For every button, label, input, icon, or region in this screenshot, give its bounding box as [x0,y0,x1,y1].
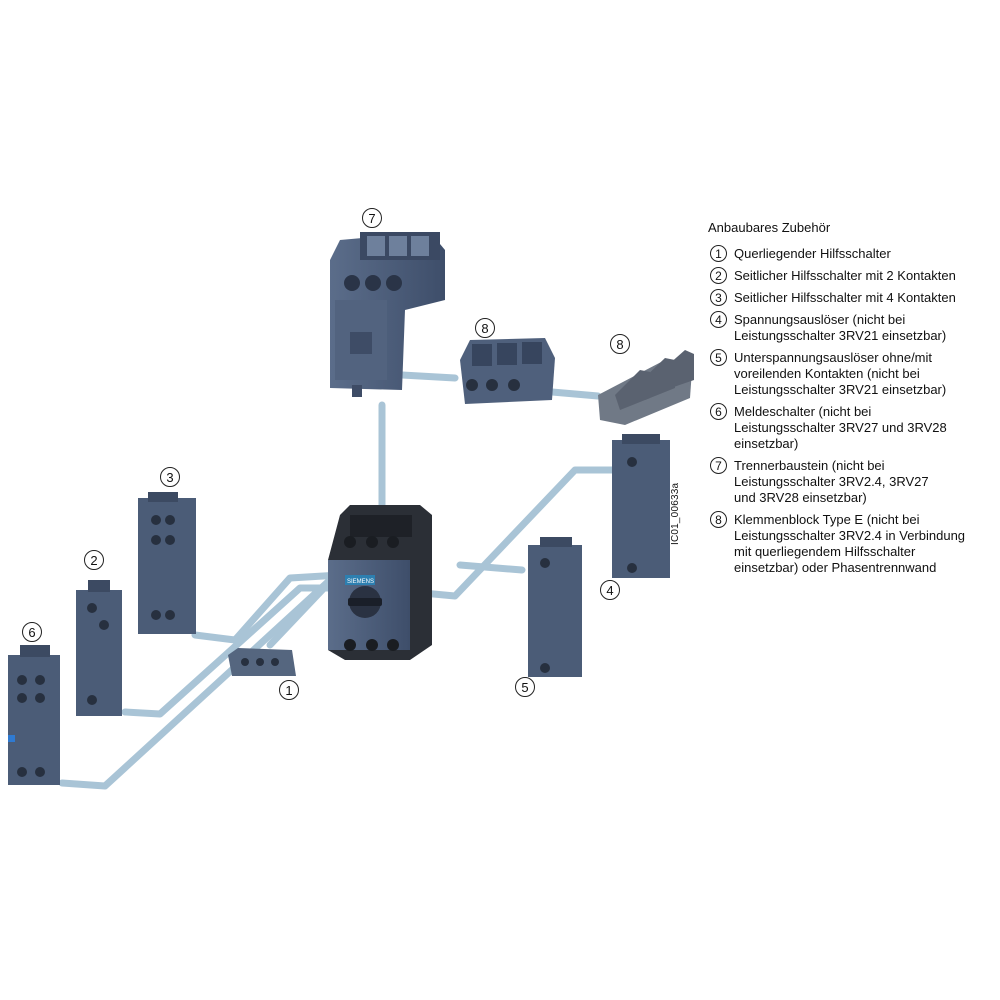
legend-text: Meldeschalter (nicht bei Leistungsschalt… [734,404,947,451]
legend-text: Klemmenblock Type E (nicht bei Leistungs… [734,512,966,575]
connector-8-to-8 [548,388,602,400]
legend-number: 6 [710,403,727,420]
signalling-switch-6 [8,645,60,785]
legend-item-8: 8 Klemmenblock Type E (nicht bei Leistung… [708,511,998,576]
undervoltage-release-5 [528,537,582,677]
legend-item-6: 6 Meldeschalter (nicht bei Leistungsschal… [708,403,998,452]
connector-breaker-to-4 [408,466,616,600]
isolator-module-7 [330,232,445,397]
legend-text: Unterspannungsauslöser ohne/mit voreilen… [734,350,947,397]
legend-number: 3 [710,289,727,306]
callout-5: 5 [515,677,535,697]
lateral-aux-switch-2 [76,580,122,716]
legend-number: 4 [710,311,727,328]
connector-3-to-breaker [191,571,344,644]
callout-6: 6 [22,622,42,642]
callout-3: 3 [160,467,180,487]
phase-barrier-8b [598,350,694,425]
legend-item-1: 1 Querliegender Hilfsschalter [708,245,998,262]
connector-lines [58,371,616,790]
callout-8-phase-barrier: 8 [610,334,630,354]
breaker-brand-label: SIEMENS [347,579,374,585]
legend: Anbaubares Zubehör 1 Querliegender Hilfss… [708,220,998,582]
connector-breaker-to-5 [456,561,526,574]
transverse-aux-switch-1 [228,648,296,676]
legend-item-2: 2 Seitlicher Hilfsschalter mit 2 Kontakte… [708,267,998,284]
callout-1: 1 [279,680,299,700]
legend-number: 5 [710,349,727,366]
legend-item-3: 3 Seitlicher Hilfsschalter mit 4 Kontakte… [708,289,998,306]
legend-number: 1 [710,245,727,262]
legend-text: Trennerbaustein (nicht bei Leistungsscha… [734,458,929,505]
legend-item-5: 5 Unterspannungsauslöser ohne/mit voreile… [708,349,998,398]
legend-item-4: 4 Spannungsauslöser (nicht bei Leistungss… [708,311,998,344]
shunt-release-4 [612,434,670,578]
callout-7: 7 [362,208,382,228]
legend-number: 2 [710,267,727,284]
legend-text: Seitlicher Hilfsschalter mit 2 Kontakten [734,268,956,283]
callout-2: 2 [84,550,104,570]
connector-6-to-breaker [58,544,369,790]
callout-4: 4 [600,580,620,600]
lateral-aux-switch-3 [138,492,196,634]
legend-heading: Anbaubares Zubehör [708,220,831,235]
circuit-breaker: SIEMENS [328,505,432,660]
figure-code: IC01_00633a [670,482,681,545]
legend-text: Seitlicher Hilfsschalter mit 4 Kontakten [734,290,956,305]
legend-item-7: 7 Trennerbaustein (nicht bei Leistungssch… [708,457,998,506]
legend-number: 8 [710,511,727,528]
terminal-block-8a [460,338,555,404]
legend-text: Spannungsauslöser (nicht bei Leistungssc… [734,312,947,343]
legend-text: Querliegender Hilfsschalter [734,246,891,261]
legend-number: 7 [710,457,727,474]
callout-8-terminal-block: 8 [475,318,495,338]
connector-7-to-8 [398,371,459,382]
